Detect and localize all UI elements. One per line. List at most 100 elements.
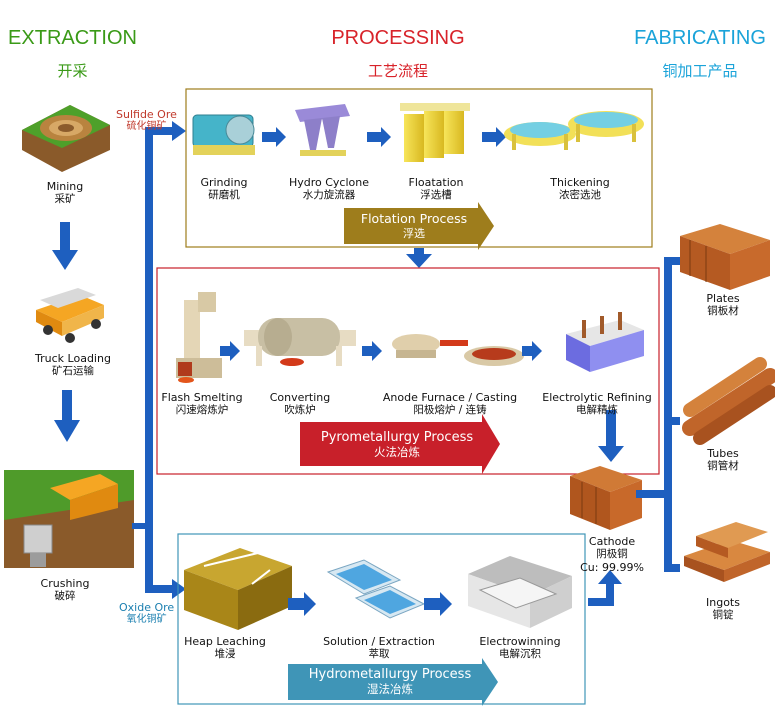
tubes-illustration <box>682 357 775 445</box>
plates-illustration <box>680 224 770 290</box>
electrowinning-label-en: Electrowinning <box>479 635 561 648</box>
tubes-label-cn: 铜管材 <box>707 460 739 472</box>
ore-split-lines <box>132 121 186 599</box>
arrow-smelting-to-converting <box>220 341 240 361</box>
cyclone-illustration <box>295 104 350 156</box>
cathode-label: Cathode 阴极铜 Cu: 99.99% <box>572 535 652 574</box>
pyro-banner-cn: 火法冶炼 <box>374 445 420 459</box>
thickening-illustration <box>504 111 644 150</box>
crushing-label-en: Crushing <box>40 577 90 590</box>
solution-extraction-label: Solution / Extraction 萃取 <box>314 635 444 661</box>
truck-loading-label-en: Truck Loading <box>35 352 111 365</box>
anode-furnace-illustration <box>392 334 524 366</box>
extraction-header: EXTRACTION <box>8 27 137 49</box>
pyro-banner-en: Pyrometallurgy Process <box>320 430 474 445</box>
arrow-truck-to-crushing <box>54 390 80 442</box>
sulfide-ore-label: Sulfide Ore 硫化铜矿 <box>116 109 177 133</box>
flash-smelting-label-cn: 闪速熔炼炉 <box>175 404 229 416</box>
floatation-label: Floatation 浮选槽 <box>398 176 474 202</box>
hydro-cyclone-label-en: Hydro Cyclone <box>288 176 370 189</box>
plates-label-cn: 铜板材 <box>707 305 739 317</box>
product-split-lines <box>636 257 680 572</box>
arrow-cyclone-to-floatation <box>367 127 391 147</box>
converting-illustration <box>244 318 356 366</box>
plates-label-en: Plates <box>706 292 740 305</box>
grinding-label: Grinding 研磨机 <box>188 176 260 202</box>
floatation-label-cn: 浮选槽 <box>420 189 452 201</box>
heap-leaching-illustration <box>184 548 292 630</box>
oxide-ore-label-cn: 氧化铜矿 <box>126 614 167 625</box>
electrowinning-label: Electrowinning 电解沉积 <box>470 635 570 661</box>
hydro-frame <box>177 533 586 705</box>
crushing-illustration <box>4 470 134 568</box>
arrow-refining-to-cathode <box>598 410 624 462</box>
mining-illustration <box>22 105 110 172</box>
pyro-frame <box>156 267 660 475</box>
fabricating-header-cn: 铜加工产品 <box>662 62 738 80</box>
heap-leaching-label-en: Heap Leaching <box>184 635 266 648</box>
electrowinning-illustration <box>468 556 572 628</box>
processing-header-cn: 工艺流程 <box>367 62 428 80</box>
heap-leaching-label: Heap Leaching 堆浸 <box>180 635 270 661</box>
flotation-banner-en: Flotation Process <box>360 211 468 226</box>
electrowinning-label-cn: 电解沉积 <box>499 648 541 660</box>
mining-label-cn: 采矿 <box>54 193 76 205</box>
arrow-heap-to-solution <box>288 592 316 616</box>
sulfide-ore-label-en: Sulfide Ore <box>116 108 177 121</box>
crushing-label-cn: 破碎 <box>54 590 76 602</box>
arrow-anode-to-refining <box>522 341 542 361</box>
arrow-hydro-to-cathode <box>588 570 622 606</box>
grinding-label-en: Grinding <box>200 176 248 189</box>
processing-header: PROCESSING <box>331 27 465 49</box>
flotation-frame <box>185 88 653 248</box>
truck-illustration <box>36 288 104 343</box>
grinding-illustration <box>192 114 255 155</box>
hydro-cyclone-label-cn: 水力旋流器 <box>302 189 356 201</box>
oxide-ore-label: Oxide Ore 氧化铜矿 <box>119 602 174 626</box>
thickening-label-cn: 浓密选池 <box>559 189 601 201</box>
floatation-illustration <box>400 103 470 162</box>
electrolytic-refining-illustration <box>566 312 644 372</box>
sulfide-ore-label-cn: 硫化铜矿 <box>126 121 167 132</box>
hydro-banner-shape <box>288 658 498 706</box>
cathode-purity: Cu: 99.99% <box>580 561 644 574</box>
arrow-floatation-to-thickening <box>482 127 506 147</box>
flash-smelting-label-en: Flash Smelting <box>161 391 243 404</box>
electrolytic-refining-label-en: Electrolytic Refining <box>542 391 652 404</box>
plates-label: Plates 铜板材 <box>688 292 758 318</box>
crushing-label: Crushing 破碎 <box>20 577 110 603</box>
solution-extraction-illustration <box>326 559 426 619</box>
flotation-banner: Flotation Process 浮选 <box>344 211 484 241</box>
ingots-label-en: Ingots <box>706 596 740 609</box>
cathode-label-en: Cathode <box>588 535 636 548</box>
truck-loading-label-cn: 矿石运输 <box>52 365 94 377</box>
converting-label-en: Converting <box>269 391 331 404</box>
arrow-flotation-to-pyro <box>406 248 432 268</box>
thickening-label-en: Thickening <box>550 176 610 189</box>
hydro-banner-cn: 湿法冶炼 <box>367 682 413 696</box>
flotation-banner-cn: 浮选 <box>403 227 425 240</box>
flash-smelting-illustration <box>176 292 222 383</box>
ingots-illustration <box>684 522 770 582</box>
cathode-label-cn: 阴极铜 <box>596 548 628 560</box>
fabricating-header: FABRICATING <box>634 27 766 49</box>
thickening-label: Thickening 浓密选池 <box>540 176 620 202</box>
electrolytic-refining-label: Electrolytic Refining 电解精炼 <box>538 391 656 417</box>
anode-furnace-label-cn: 阳极熔炉 / 连铸 <box>413 404 487 416</box>
pyro-banner-shape <box>300 414 500 474</box>
solution-extraction-label-cn: 萃取 <box>368 648 390 660</box>
mining-label-en: Mining <box>46 180 84 193</box>
arrow-converting-to-anode <box>362 341 382 361</box>
grinding-label-cn: 研磨机 <box>208 189 240 201</box>
heap-leaching-label-cn: 堆浸 <box>214 648 236 660</box>
arrow-grinding-to-cyclone <box>262 127 286 147</box>
hydro-banner-en: Hydrometallurgy Process <box>308 667 472 682</box>
arrow-mining-to-truck <box>52 222 78 270</box>
oxide-ore-label-en: Oxide Ore <box>119 601 175 614</box>
anode-furnace-label: Anode Furnace / Casting 阳极熔炉 / 连铸 <box>376 391 524 417</box>
converting-label-cn: 吹炼炉 <box>284 404 316 416</box>
flotation-banner-shape <box>344 202 494 250</box>
truck-loading-label: Truck Loading 矿石运输 <box>18 352 128 378</box>
converting-label: Converting 吹炼炉 <box>262 391 338 417</box>
